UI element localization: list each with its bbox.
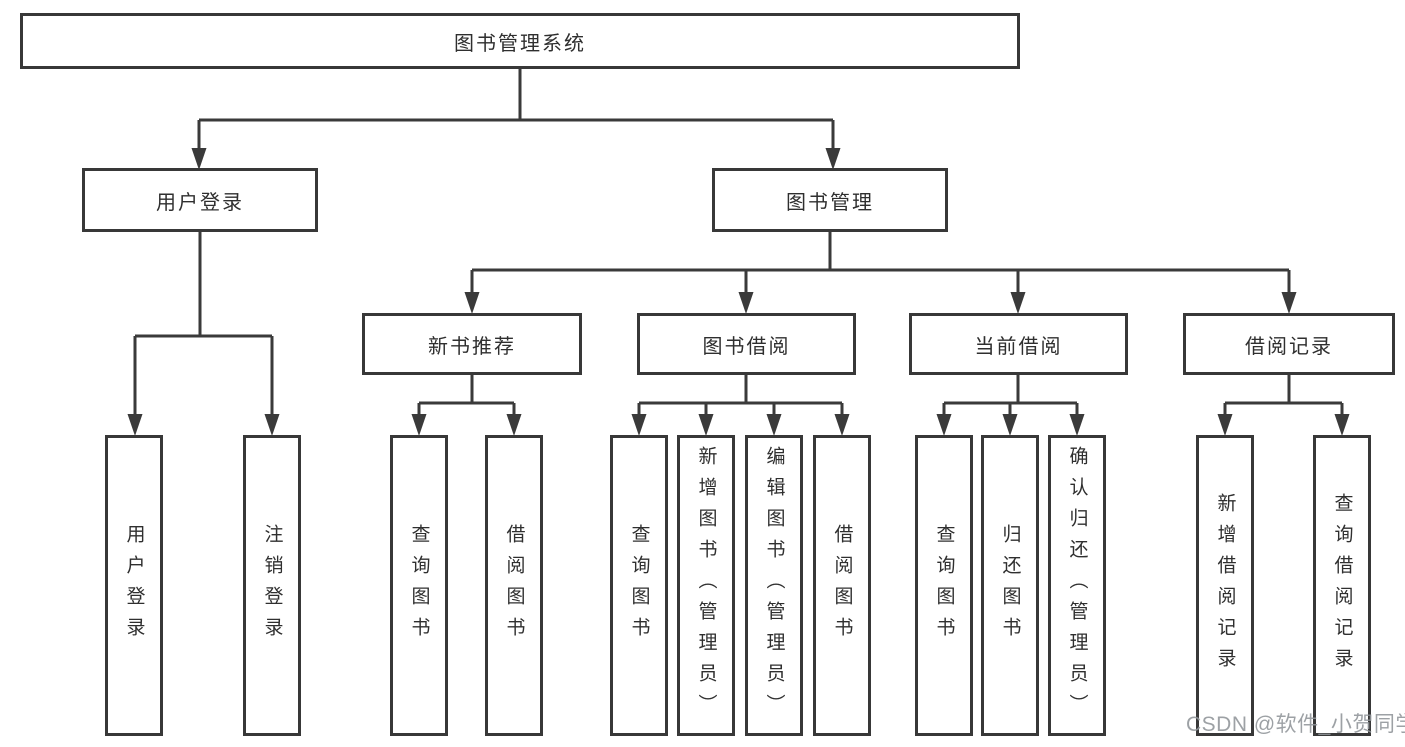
leaf-borrow-books-borrowing: 借阅图书 xyxy=(813,435,871,736)
arrowheads xyxy=(127,148,1350,436)
node-current-borrowing: 当前借阅 xyxy=(909,313,1128,375)
leaf-user-login: 用户登录 xyxy=(105,435,163,736)
node-new-book-recommendation: 新书推荐 xyxy=(362,313,582,375)
leaf-query-books-borrowing: 查询图书 xyxy=(610,435,668,736)
node-book-borrowing: 图书借阅 xyxy=(637,313,856,375)
leaf-query-borrow-record: 查询借阅记录 xyxy=(1313,435,1371,736)
csdn-watermark: CSDN @软件_小贺同学 xyxy=(1186,713,1405,736)
leaf-borrow-books-recommend: 借阅图书 xyxy=(485,435,543,736)
node-book-management-branch: 图书管理 xyxy=(712,168,948,232)
node-library-management-system: 图书管理系统 xyxy=(20,13,1020,69)
node-user-login-branch: 用户登录 xyxy=(82,168,318,232)
connector-lines xyxy=(133,69,1344,417)
leaf-edit-books-admin: 编辑图书（管理员） xyxy=(745,435,803,736)
leaf-logout: 注销登录 xyxy=(243,435,301,736)
leaf-query-books-current: 查询图书 xyxy=(915,435,973,736)
leaf-query-books-recommend: 查询图书 xyxy=(390,435,448,736)
leaf-confirm-return-admin: 确认归还（管理员） xyxy=(1048,435,1106,736)
node-borrowing-records: 借阅记录 xyxy=(1183,313,1395,375)
leaf-add-books-admin: 新增图书（管理员） xyxy=(677,435,735,736)
leaf-return-books: 归还图书 xyxy=(981,435,1039,736)
leaf-add-borrow-record: 新增借阅记录 xyxy=(1196,435,1254,736)
